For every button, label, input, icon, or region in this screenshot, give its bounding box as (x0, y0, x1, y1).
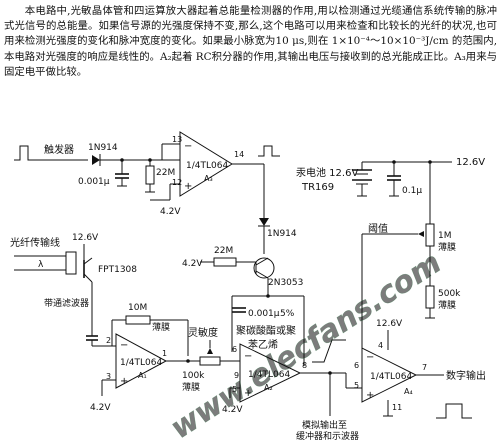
amp1-pin-noninv: 12 (172, 178, 182, 187)
battery-symbol (352, 162, 372, 197)
trigger-label: 触发器 (44, 143, 74, 156)
v42-d: 4.2V (222, 405, 243, 415)
diode2-label: 1N914 (267, 229, 297, 239)
res-22m-label: 22M (156, 168, 175, 178)
pot2-type: 薄膜 (438, 299, 456, 311)
cap3-tol: 5% (280, 309, 295, 319)
phototransistor (83, 244, 93, 298)
description-line: 检查和比较长的光纤的状况,也可用来检测光强度的变化和脉冲宽度的变化。如果最小脉宽… (4, 20, 497, 48)
amp2-pin-noninv: 5 (232, 385, 237, 394)
cap3-material-1: 聚碳酸酯或聚 (236, 324, 296, 337)
cap2-label: 0.1μ (402, 186, 422, 196)
digital-output-waveform (436, 403, 472, 419)
battery-part: TR169 (301, 182, 334, 193)
res-10m-label: 10M (128, 303, 147, 313)
amp3-pin-v: 4 (378, 341, 383, 350)
svg-text:+: + (120, 376, 128, 387)
pot1-type: 薄膜 (438, 241, 456, 253)
svg-text:−: − (184, 141, 192, 152)
battery-label: 汞电池 12.6V (296, 166, 358, 179)
transistor-2n3053 (253, 257, 275, 279)
amp0-sub: A₁ (138, 371, 147, 380)
amp3-label: 1/4TL064 (370, 372, 412, 382)
amp2-pin-inv: 6 (232, 345, 237, 354)
description-line: 本电路中,光敏晶体管和四运算放大器起着总能量检测器的作用,用以检测通过光缆通信 (24, 5, 424, 17)
cap1-label: 0.001μ (78, 177, 110, 187)
svg-text:+: + (184, 181, 192, 192)
amp0-pin-inv: 2 (106, 336, 111, 345)
amp2-label: 1/4TL064 (248, 370, 290, 380)
res-22m2-label: 22M (214, 246, 233, 256)
a3-output-pulse (258, 145, 280, 157)
description-line: 10 μs,则在 1×10⁻⁴～10×10⁻³J/cm 的范围内,本电路对光强度… (4, 35, 497, 63)
amp0-pin-out: 1 (162, 349, 167, 358)
pot1-label: 1M (438, 231, 452, 241)
description-line: 系统传输的脉冲式光信号的总能量。如果信号源的光强度保持不变,那么,这个电路可以用… (4, 5, 497, 33)
threshold-label: 阈值 (368, 222, 388, 235)
svg-text:−: − (244, 351, 252, 362)
supply-label: 12.6V (456, 157, 485, 168)
pot2-label: 500k (438, 289, 461, 299)
description-paragraph: 本电路中,光敏晶体管和四运算放大器起着总能量检测器的作用,用以检测通过光缆通信系… (4, 4, 497, 80)
lambda-label: λ (38, 260, 44, 270)
v42-a: 4.2V (160, 207, 181, 217)
amp2-sub: A₂ (264, 383, 273, 392)
photo-supply: 12.6V (72, 233, 99, 243)
watermark: www.elecfans.com (164, 245, 447, 443)
v42-c: 4.2V (90, 403, 111, 413)
res-10m-type: 薄膜 (152, 321, 170, 333)
amp2-pin-fb: 9 (234, 371, 239, 380)
diode-2 (258, 218, 270, 227)
amp-a2: − + (239, 343, 302, 403)
amp-a4: − + (361, 347, 418, 403)
svg-text:−: − (366, 352, 374, 363)
amp0-label: 1/4TL064 (120, 358, 162, 368)
analog-out-2: 缓冲器和示波器 (296, 430, 359, 442)
filter-label: 带通滤波器 (44, 297, 89, 309)
amp-a1: − + (115, 333, 168, 389)
digital-out-label: 数字输出 (446, 369, 486, 382)
pot3-type: 薄膜 (182, 381, 200, 393)
amp3-supply: 12.6V (376, 319, 403, 329)
svg-text:−: − (120, 340, 128, 351)
diode1-label: 1N914 (88, 143, 118, 153)
trigger-pulse-symbol (14, 145, 34, 161)
svg-text:+: + (366, 390, 374, 401)
v42-b: 4.2V (182, 259, 203, 269)
amp3-pin-inv: 6 (354, 361, 359, 370)
amp1-sub: A₃ (204, 174, 213, 183)
amp3-pin-noninv: 5 (354, 381, 359, 390)
amp3-sub: A₄ (404, 387, 413, 396)
sensitivity-label: 灵敏度 (188, 326, 218, 339)
fiber-label: 光纤传输线 (10, 236, 60, 249)
svg-text:+: + (244, 388, 252, 399)
amp3-pin-out: 7 (422, 363, 427, 372)
integrator-output-waveform (312, 339, 346, 363)
cap3-material-2: 苯乙烯 (248, 338, 278, 351)
cap3-label: 0.001μ (248, 309, 280, 319)
amp-a3: − + (179, 131, 233, 197)
diode-1 (92, 154, 101, 166)
amp1-label: 1/4TL064 (186, 161, 228, 171)
pot3-label: 100k (182, 371, 205, 381)
amp2-pin-out: 8 (302, 361, 307, 370)
amp1-pin-out: 14 (234, 150, 244, 159)
amp0-pin-noninv: 3 (106, 372, 111, 381)
amp1-pin-inv: 13 (172, 135, 182, 144)
amp3-pin-gnd: 11 (392, 403, 402, 412)
fiber-cable (14, 251, 77, 275)
analog-out-1: 模拟输出至 (302, 419, 347, 431)
phototransistor-label: FPT1308 (98, 265, 137, 275)
transistor-label: 2N3053 (268, 278, 303, 288)
description-line: 积分器的作用,其输出电压与接收到的总光能成正比。A₃用来与固定电平做比较。 (4, 50, 497, 78)
